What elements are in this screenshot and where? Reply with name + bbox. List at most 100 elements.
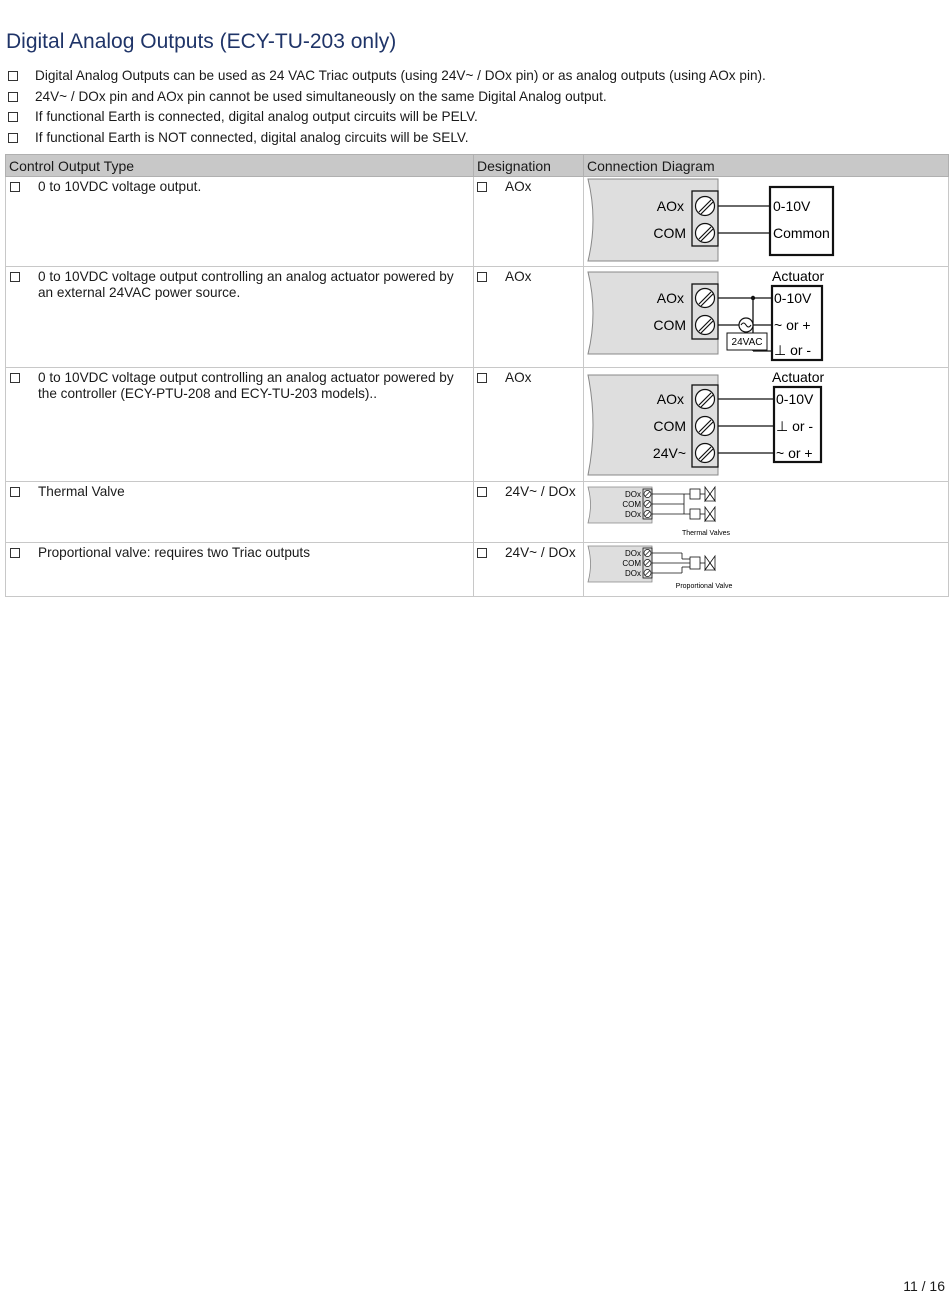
terminal-label: DOx — [625, 549, 641, 558]
controller-body-shape — [587, 374, 719, 476]
checkbox-icon — [10, 182, 20, 192]
wiring-diagram-proportional-valve: DOx COM DOx Proport — [587, 545, 733, 590]
designation-text: AOx — [505, 179, 532, 194]
header-connection-diagram: Connection Diagram — [583, 154, 949, 177]
source-label: 24VAC — [732, 337, 763, 348]
screw-terminal-icon — [643, 510, 652, 518]
output-type-cell: 0 to 10VDC voltage output controlling an… — [5, 367, 474, 482]
table-row: Thermal Valve 24V~ / DOx DOx COM DOx — [5, 481, 949, 543]
terminal-label: DOx — [625, 569, 641, 578]
page-title: Digital Analog Outputs (ECY-TU-203 only) — [6, 30, 397, 53]
control-output-table: Control Output Type Designation Connecti… — [5, 154, 949, 597]
table-row: 0 to 10VDC voltage output. AOx AOx COM 0… — [5, 176, 949, 267]
checkbox-icon — [8, 112, 18, 122]
terminal-label: DOx — [625, 510, 641, 519]
checkbox-icon — [477, 548, 487, 558]
diagram-cell: DOx COM DOx Proport — [583, 542, 949, 597]
screw-terminal-icon — [694, 314, 716, 336]
actuator-box — [772, 385, 823, 464]
diagram-cell: AOx COM 24V~ Actuator 0-10V ⊥ or - ~ or … — [583, 367, 949, 482]
device-terminal-label: ⊥ or - — [776, 418, 813, 434]
screw-terminal-icon — [643, 569, 652, 577]
bullet-item: 24V~ / DOx pin and AOx pin cannot be use… — [6, 87, 936, 108]
bullet-text: If functional Earth is connected, digita… — [35, 109, 478, 124]
bullet-text: 24V~ / DOx pin and AOx pin cannot be use… — [35, 88, 607, 104]
controller-body-shape — [587, 486, 653, 524]
output-type-cell: Thermal Valve — [5, 481, 474, 543]
ac-source-icon — [738, 317, 754, 333]
output-type-cell: 0 to 10VDC voltage output. — [5, 176, 474, 267]
device-terminal-label: 0-10V — [776, 391, 814, 407]
designation-text: AOx — [505, 370, 532, 385]
designation-cell: AOx — [473, 266, 584, 368]
checkbox-icon — [10, 272, 20, 282]
checkbox-icon — [477, 487, 487, 497]
device-terminal-label: Common — [773, 225, 830, 241]
screw-terminal-icon — [643, 500, 652, 508]
wiring-diagram-voltage-output: AOx COM 0-10V Common — [587, 178, 835, 262]
device-box — [768, 185, 835, 257]
wiring-diagram-thermal-valves: DOx COM DOx — [587, 485, 731, 537]
table-row: Proportional valve: requires two Triac o… — [5, 542, 949, 597]
table-header-row: Control Output Type Designation Connecti… — [5, 154, 949, 177]
table-row: 0 to 10VDC voltage output controlling an… — [5, 367, 949, 482]
header-designation: Designation — [473, 154, 584, 177]
terminal-block — [691, 283, 719, 340]
device-terminal-label: ~ or + — [774, 317, 811, 333]
diagram-cell: AOx COM Actuator 24VAC 0 — [583, 266, 949, 368]
checkbox-icon — [10, 373, 20, 383]
bullet-text: Digital Analog Outputs can be used as 24… — [35, 68, 766, 83]
terminal-label: COM — [653, 317, 686, 333]
wiring-diagram-external-power: AOx COM Actuator 24VAC 0 — [587, 268, 824, 362]
bullet-item: Digital Analog Outputs can be used as 24… — [6, 66, 936, 87]
valve-icon — [689, 505, 716, 523]
device-title: Actuator — [772, 369, 824, 385]
screw-terminal-icon — [643, 549, 652, 557]
output-type-text: 0 to 10VDC voltage output controlling an… — [38, 269, 454, 300]
terminal-label: AOx — [657, 290, 684, 306]
checkbox-icon — [477, 272, 487, 282]
device-terminal-label: ~ or + — [776, 445, 813, 461]
controller-body-shape — [587, 271, 719, 355]
bullet-text: If functional Earth is NOT connected, di… — [35, 129, 469, 145]
checkbox-icon — [8, 91, 18, 102]
controller-body-shape — [587, 545, 653, 583]
checkbox-icon — [10, 548, 20, 558]
bullet-item: If functional Earth is connected, digita… — [6, 107, 936, 128]
device-terminal-label: 0-10V — [773, 198, 811, 214]
screw-terminal-icon — [694, 388, 716, 410]
screw-terminal-icon — [643, 490, 652, 498]
source-label-box — [726, 332, 768, 351]
controller-body-shape — [587, 178, 719, 262]
output-type-text: 0 to 10VDC voltage output. — [38, 179, 202, 194]
designation-cell: 24V~ / DOx — [473, 481, 584, 543]
actuator-box — [770, 284, 824, 362]
output-type-text: Proportional valve: requires two Triac o… — [38, 545, 311, 560]
output-type-text: Thermal Valve — [38, 484, 125, 499]
screw-terminal-icon — [694, 222, 716, 244]
screw-terminal-icon — [694, 195, 716, 217]
screw-terminal-icon — [694, 415, 716, 437]
diagram-caption: Proportional Valve — [676, 583, 733, 590]
terminal-label: 24V~ — [653, 445, 686, 461]
designation-text: 24V~ / DOx — [505, 484, 576, 499]
diagram-cell: AOx COM 0-10V Common — [583, 176, 949, 267]
diagram-caption: Thermal Valves — [682, 530, 731, 537]
device-terminal-label: 0-10V — [774, 290, 812, 306]
designation-text: AOx — [505, 269, 532, 284]
valve-icon — [689, 485, 716, 503]
screw-terminal-icon — [643, 559, 652, 567]
terminal-label: COM — [653, 418, 686, 434]
checkbox-icon — [10, 487, 20, 497]
device-title: Actuator — [772, 268, 824, 284]
designation-cell: 24V~ / DOx — [473, 542, 584, 597]
designation-cell: AOx — [473, 176, 584, 267]
intro-bullet-list: Digital Analog Outputs can be used as 24… — [6, 66, 936, 148]
terminal-label: AOx — [657, 391, 684, 407]
screw-terminal-icon — [694, 287, 716, 309]
checkbox-icon — [8, 71, 18, 81]
output-type-cell: Proportional valve: requires two Triac o… — [5, 542, 474, 597]
terminal-label: AOx — [657, 198, 684, 214]
valve-icon — [689, 554, 716, 572]
header-control-output-type: Control Output Type — [5, 154, 474, 177]
